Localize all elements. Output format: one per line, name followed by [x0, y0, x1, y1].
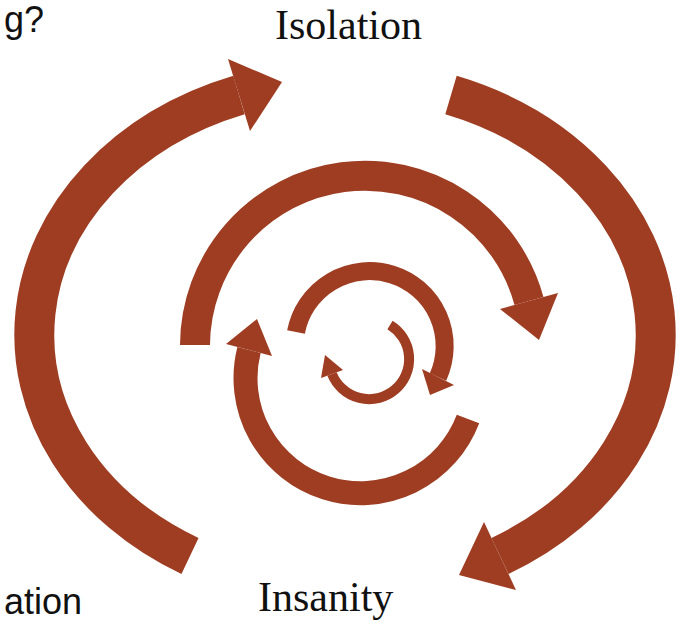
arrowhead: [459, 522, 516, 590]
small-arrow: [296, 271, 445, 377]
cycle-label: Insanity: [258, 574, 393, 620]
arrowhead: [228, 59, 282, 131]
arrowhead: [422, 369, 454, 395]
center-arrow: [332, 325, 409, 399]
arrowhead: [226, 319, 272, 356]
middle-arrow: [195, 176, 529, 345]
arrowhead: [321, 355, 343, 378]
cycle-label: Isolation: [275, 2, 422, 48]
title-fragment: g?: [4, 0, 44, 40]
outer-right-arrow: [451, 95, 656, 556]
title-fragment: ation: [4, 582, 82, 622]
arrowhead: [500, 293, 558, 340]
